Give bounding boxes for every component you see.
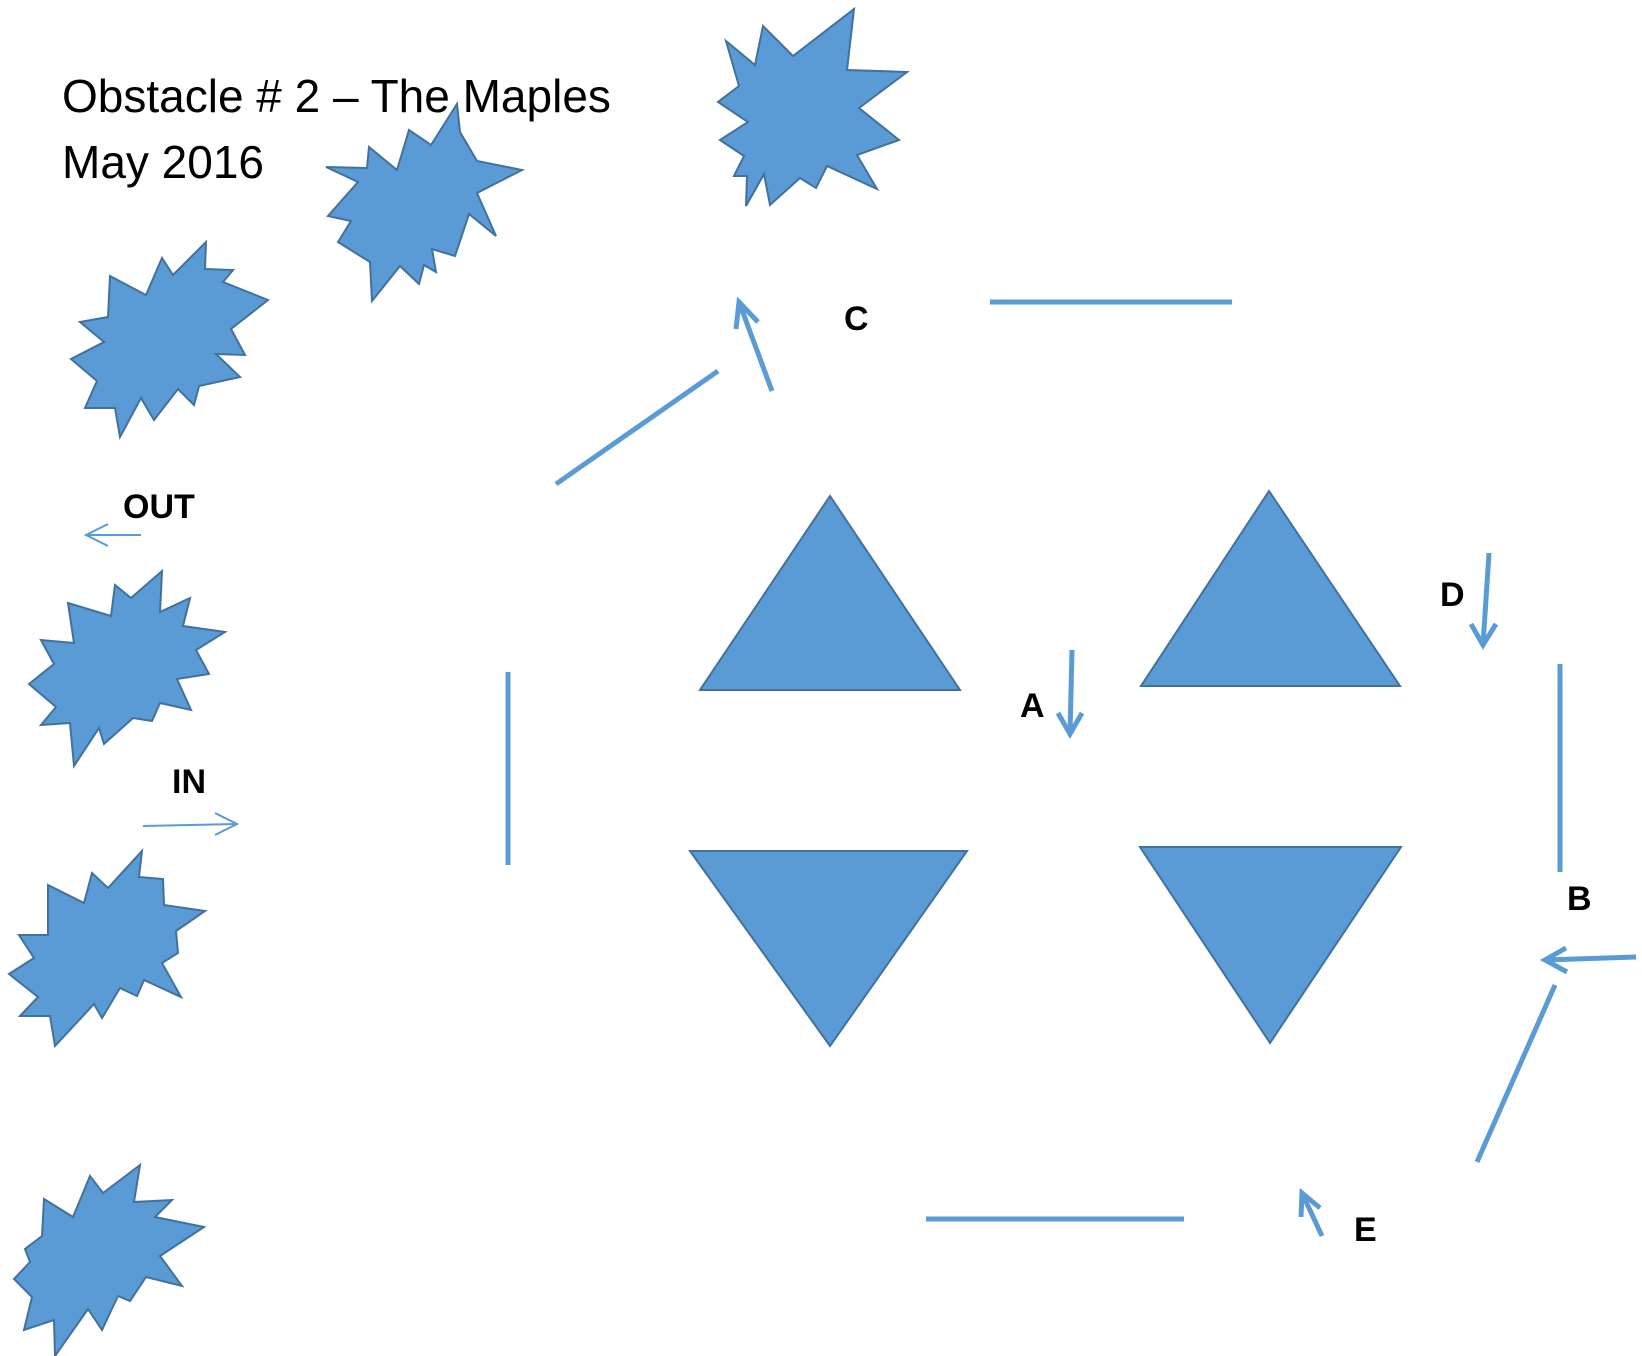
label-e: E <box>1354 1211 1377 1249</box>
label-c: C <box>844 300 869 338</box>
triangle-upper-right <box>1139 489 1402 687</box>
arrow-in-icon <box>142 812 240 836</box>
path-line-to-b <box>1474 983 1558 1164</box>
label-a: A <box>1020 687 1045 725</box>
arrow-c-icon <box>733 296 775 392</box>
arrow-d-icon <box>1468 552 1499 650</box>
label-d: D <box>1440 576 1465 614</box>
arrow-out-icon <box>83 523 141 547</box>
path-line-to-c <box>554 368 720 487</box>
star-tree-3 <box>69 239 270 441</box>
arrow-e-icon <box>1298 1187 1325 1238</box>
label-out: OUT <box>123 488 195 526</box>
label-in: IN <box>172 763 206 801</box>
label-b: B <box>1567 880 1592 918</box>
diagram-title: Obstacle # 2 – The Maples <box>62 70 611 122</box>
arrow-a-icon <box>1055 649 1085 740</box>
star-tree-5 <box>7 848 208 1049</box>
triangle-upper-left <box>698 494 962 691</box>
diagram-date: May 2016 <box>62 136 264 188</box>
triangle-lower-right <box>1138 846 1403 1045</box>
arrow-b-icon <box>1539 945 1637 975</box>
star-tree-2 <box>325 101 526 304</box>
triangle-lower-left <box>688 850 969 1048</box>
star-tree-1 <box>716 6 910 207</box>
star-tree-4 <box>27 568 228 769</box>
star-tree-6 <box>12 1162 207 1356</box>
